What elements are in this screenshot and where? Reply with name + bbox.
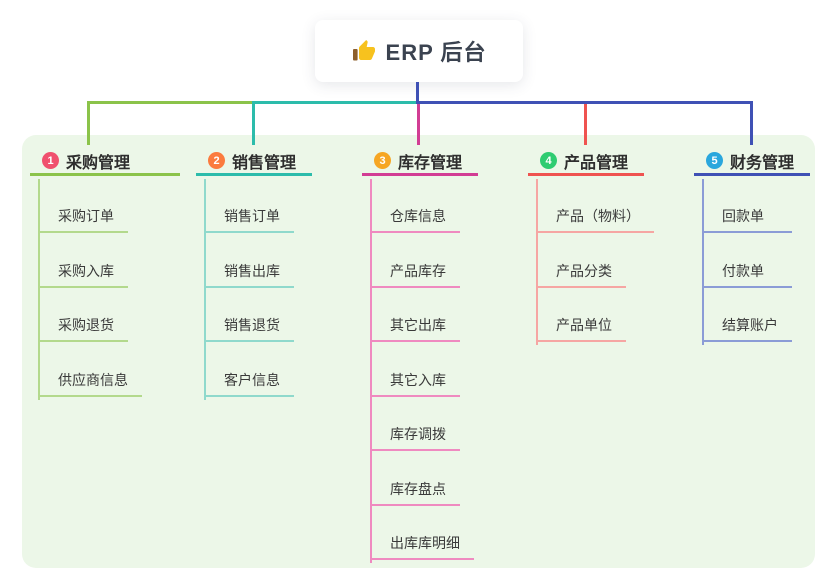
branch-label: 产品管理 [564, 154, 629, 172]
child-node[interactable]: 销售退货 [204, 313, 294, 342]
bus-segment-1 [87, 101, 255, 104]
branch-number-badge: 5 [706, 152, 723, 169]
child-node-label: 结算账户 [722, 317, 778, 333]
child-node-label: 产品库存 [390, 262, 446, 279]
child-node-label: 采购入库 [58, 262, 114, 279]
branch-number-badge: 3 [374, 152, 391, 169]
child-node[interactable]: 产品单位 [536, 313, 626, 342]
child-node-label: 产品分类 [556, 262, 612, 279]
child-node-label: 其它入库 [390, 371, 446, 388]
branch-drop-4 [584, 104, 587, 145]
child-node[interactable]: 仓库信息 [370, 204, 460, 233]
branch-drop-2 [252, 101, 255, 145]
branch-label: 销售管理 [232, 154, 297, 172]
child-node-label: 回款单 [722, 208, 764, 224]
branch-label: 财务管理 [730, 154, 795, 172]
bus-segment-2 [252, 101, 416, 104]
child-node-label: 产品（物料） [556, 208, 640, 224]
branch-label: 库存管理 [398, 154, 463, 172]
child-node-label: 库存调拨 [390, 426, 446, 442]
branch-children-line [204, 179, 206, 400]
child-node[interactable]: 库存调拨 [370, 422, 460, 451]
root-node-label: ERP 后台 [385, 40, 487, 65]
child-node[interactable]: 客户信息 [204, 368, 294, 397]
thumbs-up-icon [352, 39, 376, 63]
child-node[interactable]: 销售订单 [204, 204, 294, 233]
child-node[interactable]: 采购订单 [38, 204, 128, 233]
child-node[interactable]: 产品库存 [370, 259, 460, 288]
root-connector [416, 82, 419, 104]
child-node-label: 库存盘点 [390, 480, 446, 497]
child-node[interactable]: 采购退货 [38, 313, 128, 342]
child-node-label: 销售出库 [224, 262, 280, 279]
child-node-label: 销售退货 [224, 317, 280, 333]
child-node[interactable]: 产品分类 [536, 259, 626, 288]
child-node[interactable]: 产品（物料） [536, 204, 654, 233]
child-node[interactable]: 其它入库 [370, 368, 460, 397]
child-node-label: 付款单 [722, 262, 764, 279]
branch-number-badge: 2 [208, 152, 225, 169]
branch-node-1[interactable]: 1 采购管理 [30, 148, 180, 176]
branch-node-3[interactable]: 3 库存管理 [362, 148, 478, 176]
child-node-label: 供应商信息 [58, 371, 128, 388]
branch-children-line [536, 179, 538, 345]
branch-drop-1 [87, 101, 90, 145]
branch-node-5[interactable]: 5 财务管理 [694, 148, 810, 176]
child-node[interactable]: 出库库明细 [370, 531, 474, 560]
child-node-label: 客户信息 [224, 371, 280, 388]
child-node-label: 仓库信息 [390, 208, 446, 224]
branch-drop-5 [750, 101, 753, 145]
branch-label: 采购管理 [66, 154, 131, 172]
child-node[interactable]: 回款单 [702, 204, 792, 233]
child-node[interactable]: 付款单 [702, 259, 792, 288]
bus-segment-5 [416, 101, 753, 104]
child-node-label: 其它出库 [390, 317, 446, 333]
child-node[interactable]: 其它出库 [370, 313, 460, 342]
branch-node-4[interactable]: 4 产品管理 [528, 148, 644, 176]
child-node-label: 销售订单 [224, 208, 280, 224]
child-node[interactable]: 采购入库 [38, 259, 128, 288]
child-node-label: 出库库明细 [390, 535, 460, 551]
branch-node-2[interactable]: 2 销售管理 [196, 148, 312, 176]
branch-number-badge: 1 [42, 152, 59, 169]
child-node[interactable]: 销售出库 [204, 259, 294, 288]
branch-children-line [702, 179, 704, 345]
branches-panel [22, 135, 815, 568]
child-node[interactable]: 库存盘点 [370, 477, 460, 506]
branch-children-line [370, 179, 372, 563]
child-node-label: 产品单位 [556, 317, 612, 333]
branch-number-badge: 4 [540, 152, 557, 169]
child-node-label: 采购订单 [58, 208, 114, 224]
root-node[interactable]: ERP 后台 [315, 20, 523, 82]
child-node[interactable]: 结算账户 [702, 313, 792, 342]
branch-drop-3 [417, 104, 420, 145]
child-node-label: 采购退货 [58, 317, 114, 333]
child-node[interactable]: 供应商信息 [38, 368, 142, 397]
branch-children-line [38, 179, 40, 400]
